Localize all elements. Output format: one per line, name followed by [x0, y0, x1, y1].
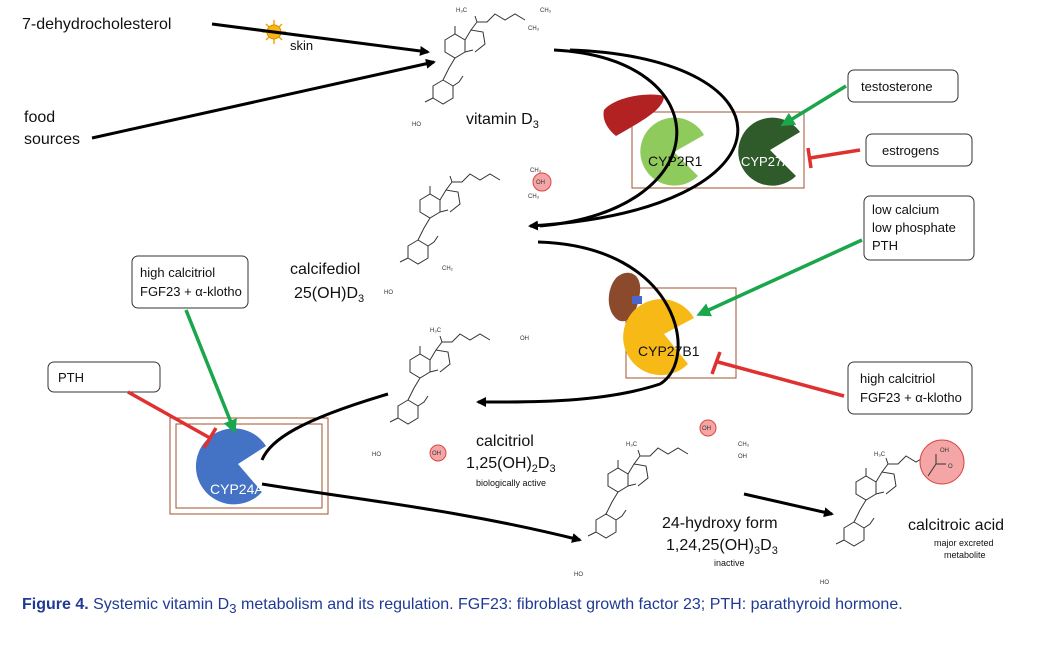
b1-inhibition-line	[717, 360, 845, 398]
calcitriol-note: biologically active	[476, 478, 546, 488]
svg-text:H₃C: H₃C	[456, 8, 468, 14]
svg-text:CH₃: CH₃	[530, 168, 542, 174]
low-phosphate-label: low phosphate	[872, 220, 956, 235]
calcitriol-formula: 1,25(OH)2D3	[466, 455, 556, 475]
estrogens-label: estrogens	[882, 143, 940, 158]
cyp24a1-outer-box	[169, 417, 329, 515]
cyp27a1-label: CYP27A1	[741, 154, 798, 169]
svg-text:OH: OH	[940, 448, 949, 454]
hepatic-curve-2	[528, 48, 740, 231]
calcitriol-label: calcitriol	[476, 433, 534, 450]
hydroxy-form-note: inactive	[714, 558, 745, 568]
high-calcitriol-a1-label: high calcitriol	[140, 265, 215, 280]
food-line2: sources	[24, 131, 80, 148]
svg-text:O: O	[948, 464, 953, 470]
liver-icon	[603, 94, 664, 136]
caption-subscript: 3	[229, 601, 237, 617]
svg-text:CH₃: CH₃	[540, 8, 552, 14]
renal-curve	[476, 240, 680, 408]
calcifediol-formula: 25(OH)D3	[294, 285, 364, 305]
hepatic-curve-1	[539, 48, 679, 228]
cyp24a1-output-curve	[261, 482, 582, 543]
svg-text:OH: OH	[702, 426, 711, 432]
inhibitor-b1-box	[847, 361, 973, 415]
metabolism-diagram: 7-dehydrocholesterol skin food sources H…	[22, 8, 1004, 586]
cyp24a1-enzyme	[195, 428, 266, 505]
pth-b1-label: PTH	[872, 238, 898, 253]
cyp24a1-input-curve	[260, 392, 389, 461]
fgf23-a1-label: FGF23 + α-klotho	[140, 284, 242, 299]
svg-text:CH₃: CH₃	[528, 194, 540, 200]
cyp24a1-inner-box	[175, 423, 323, 509]
skin-arrow	[211, 22, 430, 56]
activator-b1-box	[863, 195, 975, 261]
low-calcium-label: low calcium	[872, 202, 939, 217]
activator-a1-box	[131, 255, 249, 309]
svg-text:OH: OH	[738, 454, 747, 460]
svg-text:H₃C: H₃C	[626, 442, 638, 448]
testosterone-activation-arrow	[780, 84, 847, 127]
svg-text:HO: HO	[412, 122, 421, 128]
caption-label: Figure 4.	[22, 596, 89, 613]
svg-text:CH₃: CH₃	[738, 442, 750, 448]
svg-text:HO: HO	[820, 580, 829, 586]
cyp27a1-enzyme	[738, 117, 800, 186]
caption-text-a: Systemic vitamin D	[88, 596, 230, 613]
pth-inhibition-line	[127, 390, 211, 440]
vitamin-d3-structure: H₃C CH₃ CH₃ HO	[412, 8, 552, 128]
b1-activation-arrow	[696, 238, 863, 317]
figure-caption: Figure 4. Systemic vitamin D3 metabolism…	[22, 596, 1022, 616]
svg-text:H₃C: H₃C	[430, 328, 442, 334]
high-calcitriol-b1-label: high calcitriol	[860, 371, 935, 386]
cyp2r1-label: CYP2R1	[648, 153, 703, 169]
excretion-arrow	[743, 492, 834, 518]
calcifediol-structure: OH CH₃ CH₃ HO CH₂	[384, 168, 552, 296]
skin-label: skin	[290, 38, 313, 53]
estrogens-box	[865, 133, 973, 167]
food-line1: food	[24, 109, 55, 126]
calcitriol-structure: OH H₃C OH HO	[372, 328, 529, 462]
testosterone-label: testosterone	[861, 79, 933, 94]
a1-activation-arrow	[184, 309, 237, 434]
svg-text:OH: OH	[536, 180, 545, 186]
pth-a1-box	[47, 361, 161, 393]
vitamin-d3-label: vitamin D3	[466, 111, 539, 131]
hydroxy-form-structure: OH H₃C CH₃ OH HO	[574, 419, 750, 578]
svg-text:HO: HO	[384, 290, 393, 296]
hydroxy-form-formula: 1,24,25(OH)3D3	[666, 537, 778, 557]
svg-text:CH₂: CH₂	[442, 266, 454, 272]
cyp24a1-label: CYP24A1	[210, 481, 272, 497]
pth-a1-label: PTH	[58, 370, 84, 385]
calcitroic-note-1: major excreted	[934, 538, 994, 548]
calcifediol-label: calcifediol	[290, 261, 360, 278]
calcitroic-acid-structure: OH O H₃C HO	[820, 439, 965, 586]
cyp27b1-label: CYP27B1	[638, 343, 700, 359]
estrogens-inhibition-line	[809, 148, 861, 160]
fgf23-b1-label: FGF23 + α-klotho	[860, 390, 962, 405]
svg-text:OH: OH	[520, 336, 529, 342]
food-arrow	[91, 58, 436, 140]
svg-text:OH: OH	[432, 451, 441, 457]
svg-text:HO: HO	[574, 572, 583, 578]
calcitroic-acid-label: calcitroic acid	[908, 517, 1004, 534]
source-7-dehydrocholesterol: 7-dehydrocholesterol	[22, 16, 171, 33]
calcitroic-note-2: metabolite	[944, 550, 986, 560]
liver-enzyme-box	[631, 111, 805, 189]
caption-text-b: metabolism and its regulation. FGF23: fi…	[236, 596, 903, 613]
svg-text:H₃C: H₃C	[874, 452, 886, 458]
svg-text:HO: HO	[372, 452, 381, 458]
kidney-icon	[608, 272, 641, 322]
testosterone-box	[847, 69, 959, 103]
svg-text:CH₃: CH₃	[528, 26, 540, 32]
hydroxy-form-label: 24-hydroxy form	[662, 515, 778, 532]
